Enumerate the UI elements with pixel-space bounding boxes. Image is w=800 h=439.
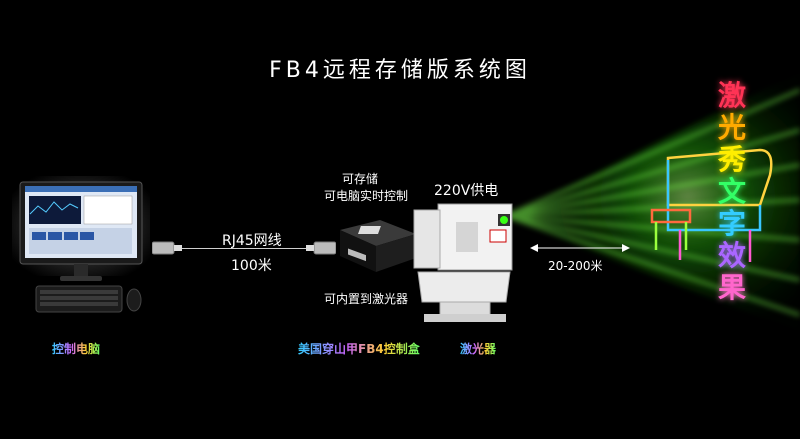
laser-projector-icon (413, 203, 513, 322)
cable-distance-label: 100米 (231, 258, 272, 274)
diagram-title: FB4远程存储版系统图 (269, 58, 531, 83)
effect-char: 果 (718, 271, 747, 304)
beam-rays (504, 88, 800, 317)
rj45-connector-left (152, 241, 182, 255)
effect-char: 光 (718, 111, 747, 144)
effect-char: 秀 (718, 143, 747, 176)
laser-caption: 激光器 (460, 342, 497, 356)
control-box-icon (340, 220, 416, 272)
piano-outline (650, 148, 773, 262)
realtime-control-label: 可电脑实时控制 (324, 189, 409, 203)
effect-char: 效 (718, 239, 747, 272)
effect-char: 文 (718, 175, 747, 208)
computer-caption: 控制电脑 (52, 342, 101, 356)
control-box-caption: 美国穿山甲FB4控制盒 (298, 342, 420, 356)
effect-text: 激 光 秀 文 字 效 果 (718, 80, 746, 304)
effect-char: 激 (718, 79, 747, 112)
network-cable (182, 248, 306, 249)
rj45-connector-right (306, 241, 336, 255)
beam-distance-label: 20-200米 (548, 259, 603, 273)
storage-label: 可存储 (342, 172, 379, 186)
beam-distance-arrow (530, 244, 630, 252)
embed-label: 可内置到激光器 (324, 292, 409, 306)
power-label: 220V供电 (434, 183, 499, 199)
effect-char: 字 (718, 207, 747, 240)
computer-icon (12, 176, 150, 313)
cable-label: RJ45网线 (222, 233, 282, 249)
beam-fan (505, 72, 800, 332)
